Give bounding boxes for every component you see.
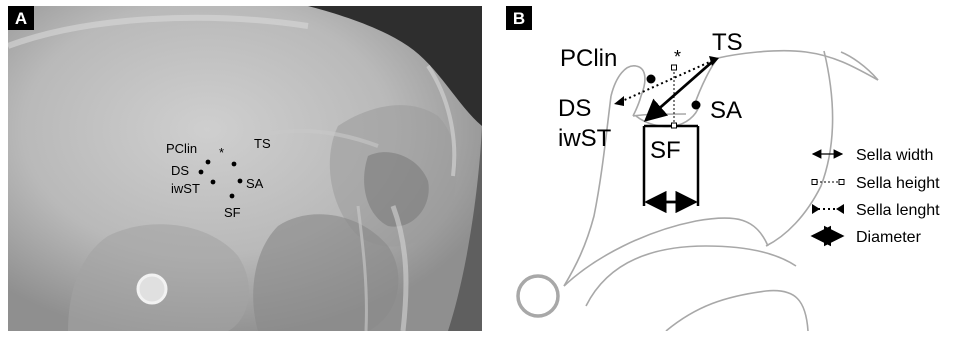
sa-dot xyxy=(238,179,243,184)
sf-dot xyxy=(230,194,235,199)
ear-ring xyxy=(138,275,166,303)
xray-panel: A PClin * TS DS iwST SA SF xyxy=(8,6,482,331)
pclin-point xyxy=(647,75,656,84)
xray-image: A PClin * TS DS iwST SA SF xyxy=(8,6,482,331)
asterisk-label: * xyxy=(219,145,224,160)
ds-text: DS xyxy=(558,95,591,122)
pclin-text: PClin xyxy=(560,45,617,72)
legend-sella-width: Sella width xyxy=(856,147,933,164)
legend-sella-height: Sella height xyxy=(856,175,940,192)
ds-dot xyxy=(199,170,204,175)
panel-a-badge-label: A xyxy=(15,9,27,28)
legend-sella-length: Sella lenght xyxy=(856,202,940,219)
iwst-text: iwST xyxy=(558,125,612,152)
sa-text: SA xyxy=(710,97,742,124)
sa-point xyxy=(692,101,701,110)
iwst-dot xyxy=(211,180,216,185)
legend-height-left-square xyxy=(812,180,817,185)
ts-dot xyxy=(232,162,237,167)
ts-text: TS xyxy=(712,29,743,56)
legend-diameter: Diameter xyxy=(856,229,922,246)
ts-label: TS xyxy=(254,136,271,151)
ds-triangle xyxy=(614,96,624,106)
ts-iwst-arrow xyxy=(646,62,712,120)
sf-label: SF xyxy=(224,205,241,220)
pclin-label: PClin xyxy=(166,141,197,156)
iwst-label: iwST xyxy=(171,181,200,196)
legend-length-left-triangle xyxy=(812,204,820,214)
ear-ring-outline xyxy=(518,276,558,316)
legend-length-right-triangle xyxy=(836,204,844,214)
legend: Sella width Sella height Sella lenght Di… xyxy=(812,147,940,246)
ds-label: DS xyxy=(171,163,189,178)
sf-text: SF xyxy=(650,137,681,164)
asterisk-text: * xyxy=(674,47,681,67)
sella-outline xyxy=(564,51,878,331)
legend-height-right-square xyxy=(839,180,844,185)
height-bottom-marker xyxy=(672,123,677,128)
sa-label: SA xyxy=(246,176,264,191)
schematic-diagram: B xyxy=(506,6,962,331)
schematic-panel: B xyxy=(506,6,962,331)
pclin-dot xyxy=(206,160,211,165)
panel-b-badge-label: B xyxy=(513,9,525,28)
